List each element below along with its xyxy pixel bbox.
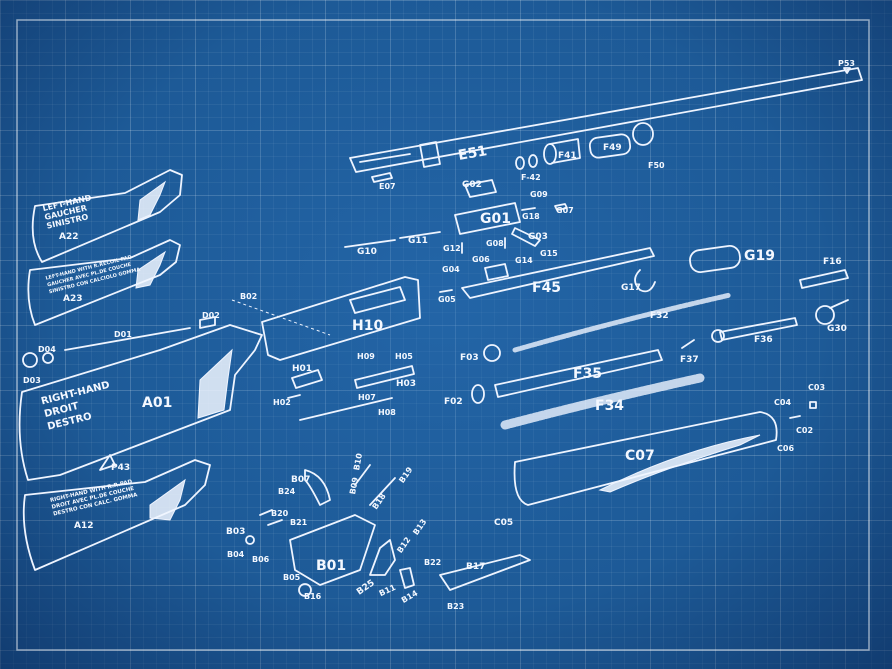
caption-a22: LEFT-HAND GAUCHER SINISTRO: [42, 193, 93, 231]
label-g03: G03: [528, 232, 548, 242]
label-b23: B23: [447, 602, 464, 611]
label-g17: G17: [621, 283, 641, 293]
label-d04: D04: [38, 345, 56, 354]
label-b05: B05: [283, 573, 301, 582]
label-b06: B06: [252, 555, 270, 564]
label-f03: F03: [460, 353, 479, 363]
hammer-parts: [287, 365, 415, 421]
label-b13: B13: [411, 517, 428, 536]
label-h09: H09: [357, 352, 375, 361]
label-d01: D01: [114, 330, 132, 339]
label-b02: B02: [240, 292, 257, 301]
label-f45: F45: [532, 280, 561, 296]
label-g01: G01: [480, 211, 511, 227]
stock-a12: [22, 459, 211, 571]
label-f50: F50: [648, 161, 665, 170]
label-d02: D02: [202, 311, 220, 320]
label-b18: B18: [370, 491, 388, 511]
label-p43: P43: [111, 463, 130, 473]
blueprint-frame: [16, 19, 870, 651]
label-b20: B20: [271, 509, 289, 518]
label-a23: A23: [63, 294, 83, 304]
label-f42: F-42: [521, 173, 541, 182]
label-f49: F49: [603, 143, 622, 153]
label-g18: G18: [522, 212, 540, 221]
label-g09: G09: [530, 190, 548, 199]
label-g07: G07: [556, 206, 574, 215]
label-b10: B10: [352, 452, 364, 471]
label-g30: G30: [827, 324, 847, 334]
label-h01: H01: [292, 364, 312, 374]
label-f41: F41: [558, 151, 577, 161]
label-b24: B24: [278, 487, 296, 496]
label-b19: B19: [397, 465, 415, 485]
bolt-assembly: [344, 179, 568, 254]
label-b14: B14: [400, 588, 420, 605]
label-h08: H08: [378, 408, 396, 417]
label-h07: H07: [358, 393, 376, 402]
label-c04: C04: [774, 398, 791, 407]
label-b07: B07: [291, 475, 310, 485]
label-g10: G10: [357, 247, 377, 257]
label-b09: B09: [348, 476, 360, 495]
part-labels: E51 F41 F49 F50 F-42 E07 P53 G02 G01 G09…: [23, 59, 855, 611]
label-h02: H02: [273, 398, 291, 407]
label-f36: F36: [754, 335, 773, 345]
label-b17: B17: [466, 562, 485, 572]
label-g06: G06: [472, 255, 490, 264]
caption-a12: RIGHT-HAND WITH R.R.PAD DROIT AVEC PL.DE…: [50, 479, 139, 518]
label-g04: G04: [442, 265, 460, 274]
label-b25: B25: [355, 578, 377, 597]
label-f16: F16: [823, 257, 842, 267]
label-g19: G19: [744, 248, 775, 264]
stock-a23: [27, 239, 181, 326]
label-e51: E51: [457, 143, 488, 164]
label-b04: B04: [227, 550, 245, 559]
label-g02: G02: [462, 180, 482, 190]
label-e07: E07: [379, 182, 396, 191]
label-c07: C07: [625, 448, 655, 464]
label-g08: G08: [486, 239, 504, 248]
stock-a01: [18, 316, 263, 481]
label-a12: A12: [74, 521, 94, 531]
label-c06: C06: [777, 444, 794, 453]
label-h05: H05: [395, 352, 413, 361]
label-h10: H10: [352, 318, 383, 334]
label-f37: F37: [680, 355, 699, 365]
barrel-e51: [349, 67, 863, 183]
label-g14: G14: [515, 256, 533, 265]
receiver-h10: [231, 276, 421, 361]
label-d03: D03: [23, 376, 41, 385]
label-a01: A01: [142, 395, 172, 411]
label-g12: G12: [443, 244, 461, 253]
label-g11: G11: [408, 236, 428, 246]
label-g15: G15: [540, 249, 558, 258]
label-b16: B16: [304, 592, 322, 601]
label-f35: F35: [573, 366, 602, 382]
label-b01: B01: [316, 558, 346, 574]
action-bar-f45: [439, 247, 656, 299]
label-b03: B03: [226, 527, 245, 537]
label-f34: F34: [595, 398, 624, 414]
label-b11: B11: [378, 583, 398, 599]
caption-a01: RIGHT-HAND DROIT DESTRO: [40, 380, 111, 433]
label-a22: A22: [59, 232, 79, 242]
label-b21: B21: [290, 518, 308, 527]
trigger-group-b01: [245, 464, 531, 597]
label-c03: C03: [808, 383, 825, 392]
label-c02: C02: [796, 426, 813, 435]
label-p53: P53: [838, 59, 855, 68]
forend-c07: [513, 401, 817, 506]
magazine-parts: [471, 245, 849, 430]
label-h03: H03: [396, 379, 416, 389]
label-c05: C05: [494, 518, 513, 528]
label-g05: G05: [438, 295, 456, 304]
label-b22: B22: [424, 558, 441, 567]
stock-a22: [31, 169, 183, 263]
label-f32: F32: [650, 311, 669, 321]
label-f02: F02: [444, 397, 463, 407]
label-b12: B12: [395, 535, 412, 554]
